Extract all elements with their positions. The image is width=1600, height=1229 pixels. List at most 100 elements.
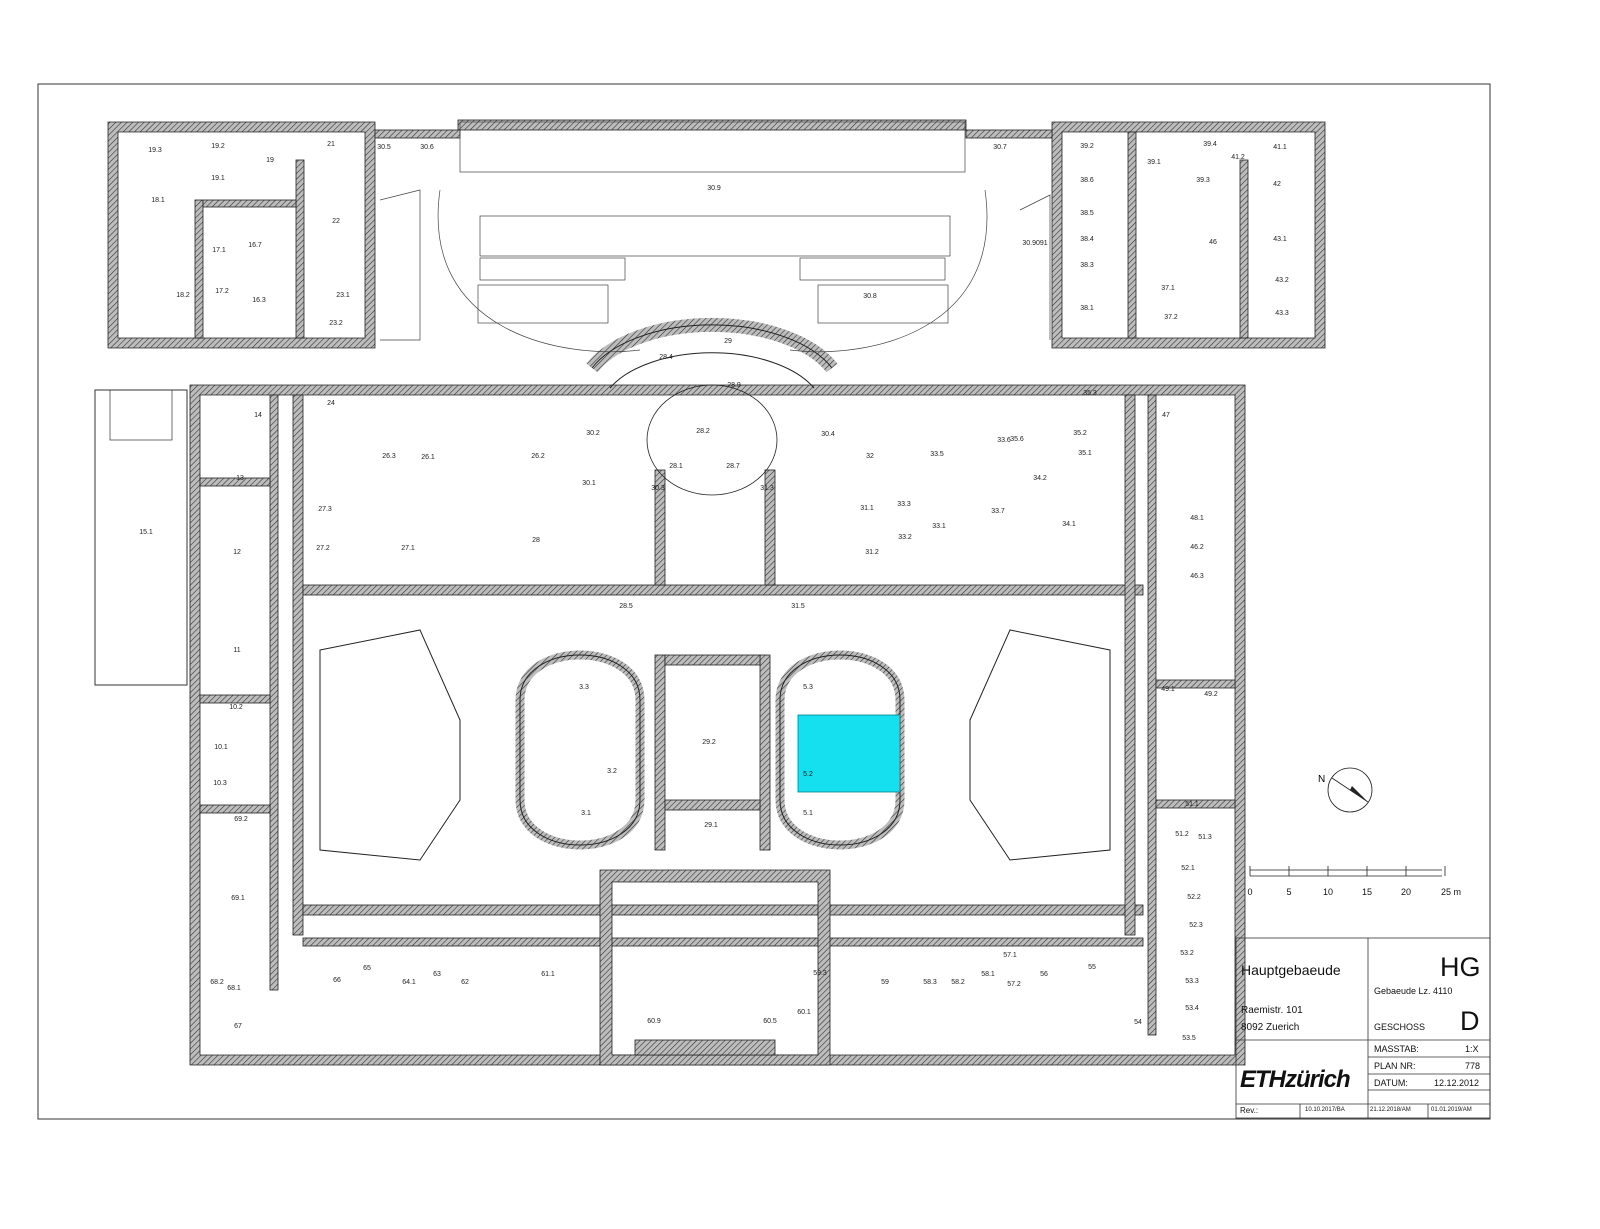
room-label: 33.6	[997, 437, 1011, 444]
room-label: 30.9	[707, 185, 721, 192]
room-label: 34.1	[1062, 521, 1076, 528]
room-label: 10.3	[213, 780, 227, 787]
room-5.2-highlight[interactable]	[797, 714, 901, 793]
room-label: 49.1	[1161, 686, 1175, 693]
scale-label: MASSTAB:	[1374, 1044, 1419, 1054]
revision-3: 01.01.2019/AM	[1431, 1107, 1472, 1113]
room-label: 69.1	[231, 895, 245, 902]
floor-label: GESCHOSS	[1374, 1022, 1426, 1032]
room-label: 26.1	[421, 454, 435, 461]
room-label: 27.1	[401, 545, 415, 552]
date-label: DATUM:	[1374, 1078, 1408, 1088]
building-street: Raemistr. 101	[1241, 1005, 1303, 1016]
building-number: Gebaeude Lz. 4110	[1374, 986, 1453, 996]
room-label: 18.2	[176, 292, 190, 299]
room-label: 62	[461, 979, 469, 986]
room-label: 10.2	[229, 704, 243, 711]
room-label: 5.2	[803, 771, 813, 778]
scale-tick-label: 10	[1323, 887, 1333, 897]
room-label: 55	[1088, 964, 1096, 971]
scale-tick-label: 15	[1362, 887, 1372, 897]
room-label: 18.1	[151, 197, 165, 204]
room-label: 53.2	[1180, 950, 1194, 957]
room-label: 10.1	[214, 744, 228, 751]
courtyard	[379, 121, 1051, 353]
room-label: 16.7	[248, 242, 262, 249]
room-label: 52.3	[1189, 922, 1203, 929]
room-label: 58.3	[923, 979, 937, 986]
compass-n: N	[1318, 774, 1325, 785]
lecture-halls	[319, 629, 1111, 861]
room-label: 26.2	[531, 453, 545, 460]
room-label: 57.1	[1003, 952, 1017, 959]
room-label: 39.4	[1203, 141, 1217, 148]
sheet-frame	[37, 83, 1491, 1120]
room-label: 3.2	[607, 768, 617, 775]
room-label: 30.8	[863, 293, 877, 300]
room-label: 21	[327, 141, 335, 148]
room-label: 30.9091	[1022, 240, 1047, 247]
room-label: 68.1	[227, 985, 241, 992]
room-label: 41.1	[1273, 144, 1287, 151]
room-label: 26.3	[382, 453, 396, 460]
room-label: 56	[1040, 971, 1048, 978]
eth-logo: ETHzürich	[1240, 1066, 1351, 1093]
room-label: 51.2	[1175, 831, 1189, 838]
room-label: 38.6	[1080, 177, 1094, 184]
room-label: 39.2	[1080, 143, 1094, 150]
room-label: 46.2	[1190, 544, 1204, 551]
room-label: 28.9	[727, 382, 741, 389]
room-label: 43.2	[1275, 277, 1289, 284]
room-label: 33.1	[932, 523, 946, 530]
room-label: 35.3	[1083, 390, 1097, 397]
scale-tick-label: 25 m	[1441, 887, 1461, 897]
room-label: 24	[327, 400, 335, 407]
room-label: 37.2	[1164, 314, 1178, 321]
room-label: 33.7	[991, 508, 1005, 515]
room-label: 35.1	[1078, 450, 1092, 457]
room-label: 17.2	[215, 288, 229, 295]
room-label: 30.7	[993, 144, 1007, 151]
room-label: 33.2	[898, 534, 912, 541]
room-label: 28	[532, 537, 540, 544]
room-label: 33.3	[897, 501, 911, 508]
room-label: 17.1	[212, 247, 226, 254]
room-label: 68.2	[210, 979, 224, 986]
scale-tick-label: 5	[1286, 887, 1291, 897]
room-label: 19.1	[211, 175, 225, 182]
revision-2: 21.12.2018/AM	[1370, 1107, 1411, 1113]
room-label: 11	[233, 647, 240, 654]
room-label: 29.1	[704, 822, 718, 829]
rev-label: Rev.:	[1240, 1106, 1259, 1115]
building-code: HG	[1440, 952, 1481, 982]
room-label: 53.3	[1185, 978, 1199, 985]
room-label: 66	[333, 977, 341, 984]
room-label: 41.2	[1231, 154, 1245, 161]
scale-value: 1:X	[1465, 1044, 1479, 1054]
room-label: 15.1	[139, 529, 153, 536]
room-label: 32	[866, 453, 874, 460]
room-label: 53.5	[1182, 1035, 1196, 1042]
room-label: 63	[433, 971, 441, 978]
room-label: 47	[1162, 412, 1170, 419]
room-label: 22	[332, 218, 340, 225]
room-label: 23.1	[336, 292, 350, 299]
room-label: 23.2	[329, 320, 343, 327]
plan-label: PLAN NR:	[1374, 1061, 1416, 1071]
room-label: 28.5	[619, 603, 633, 610]
revision-1: 10.10.2017/BA	[1305, 1107, 1345, 1113]
room-label: 30.5	[377, 144, 391, 151]
room-label: 12	[233, 549, 241, 556]
room-label: 35.2	[1073, 430, 1087, 437]
room-label: 3.1	[581, 810, 591, 817]
room-label: 60.9	[647, 1018, 661, 1025]
room-label: 58.1	[981, 971, 995, 978]
room-label: 16.3	[252, 297, 266, 304]
room-label: 14	[254, 412, 262, 419]
room-label: 49.2	[1204, 691, 1218, 698]
room-label: 52.2	[1187, 894, 1201, 901]
room-label: 54	[1134, 1019, 1142, 1026]
room-label: 28.2	[696, 428, 710, 435]
room-label: 35.6	[1010, 436, 1024, 443]
